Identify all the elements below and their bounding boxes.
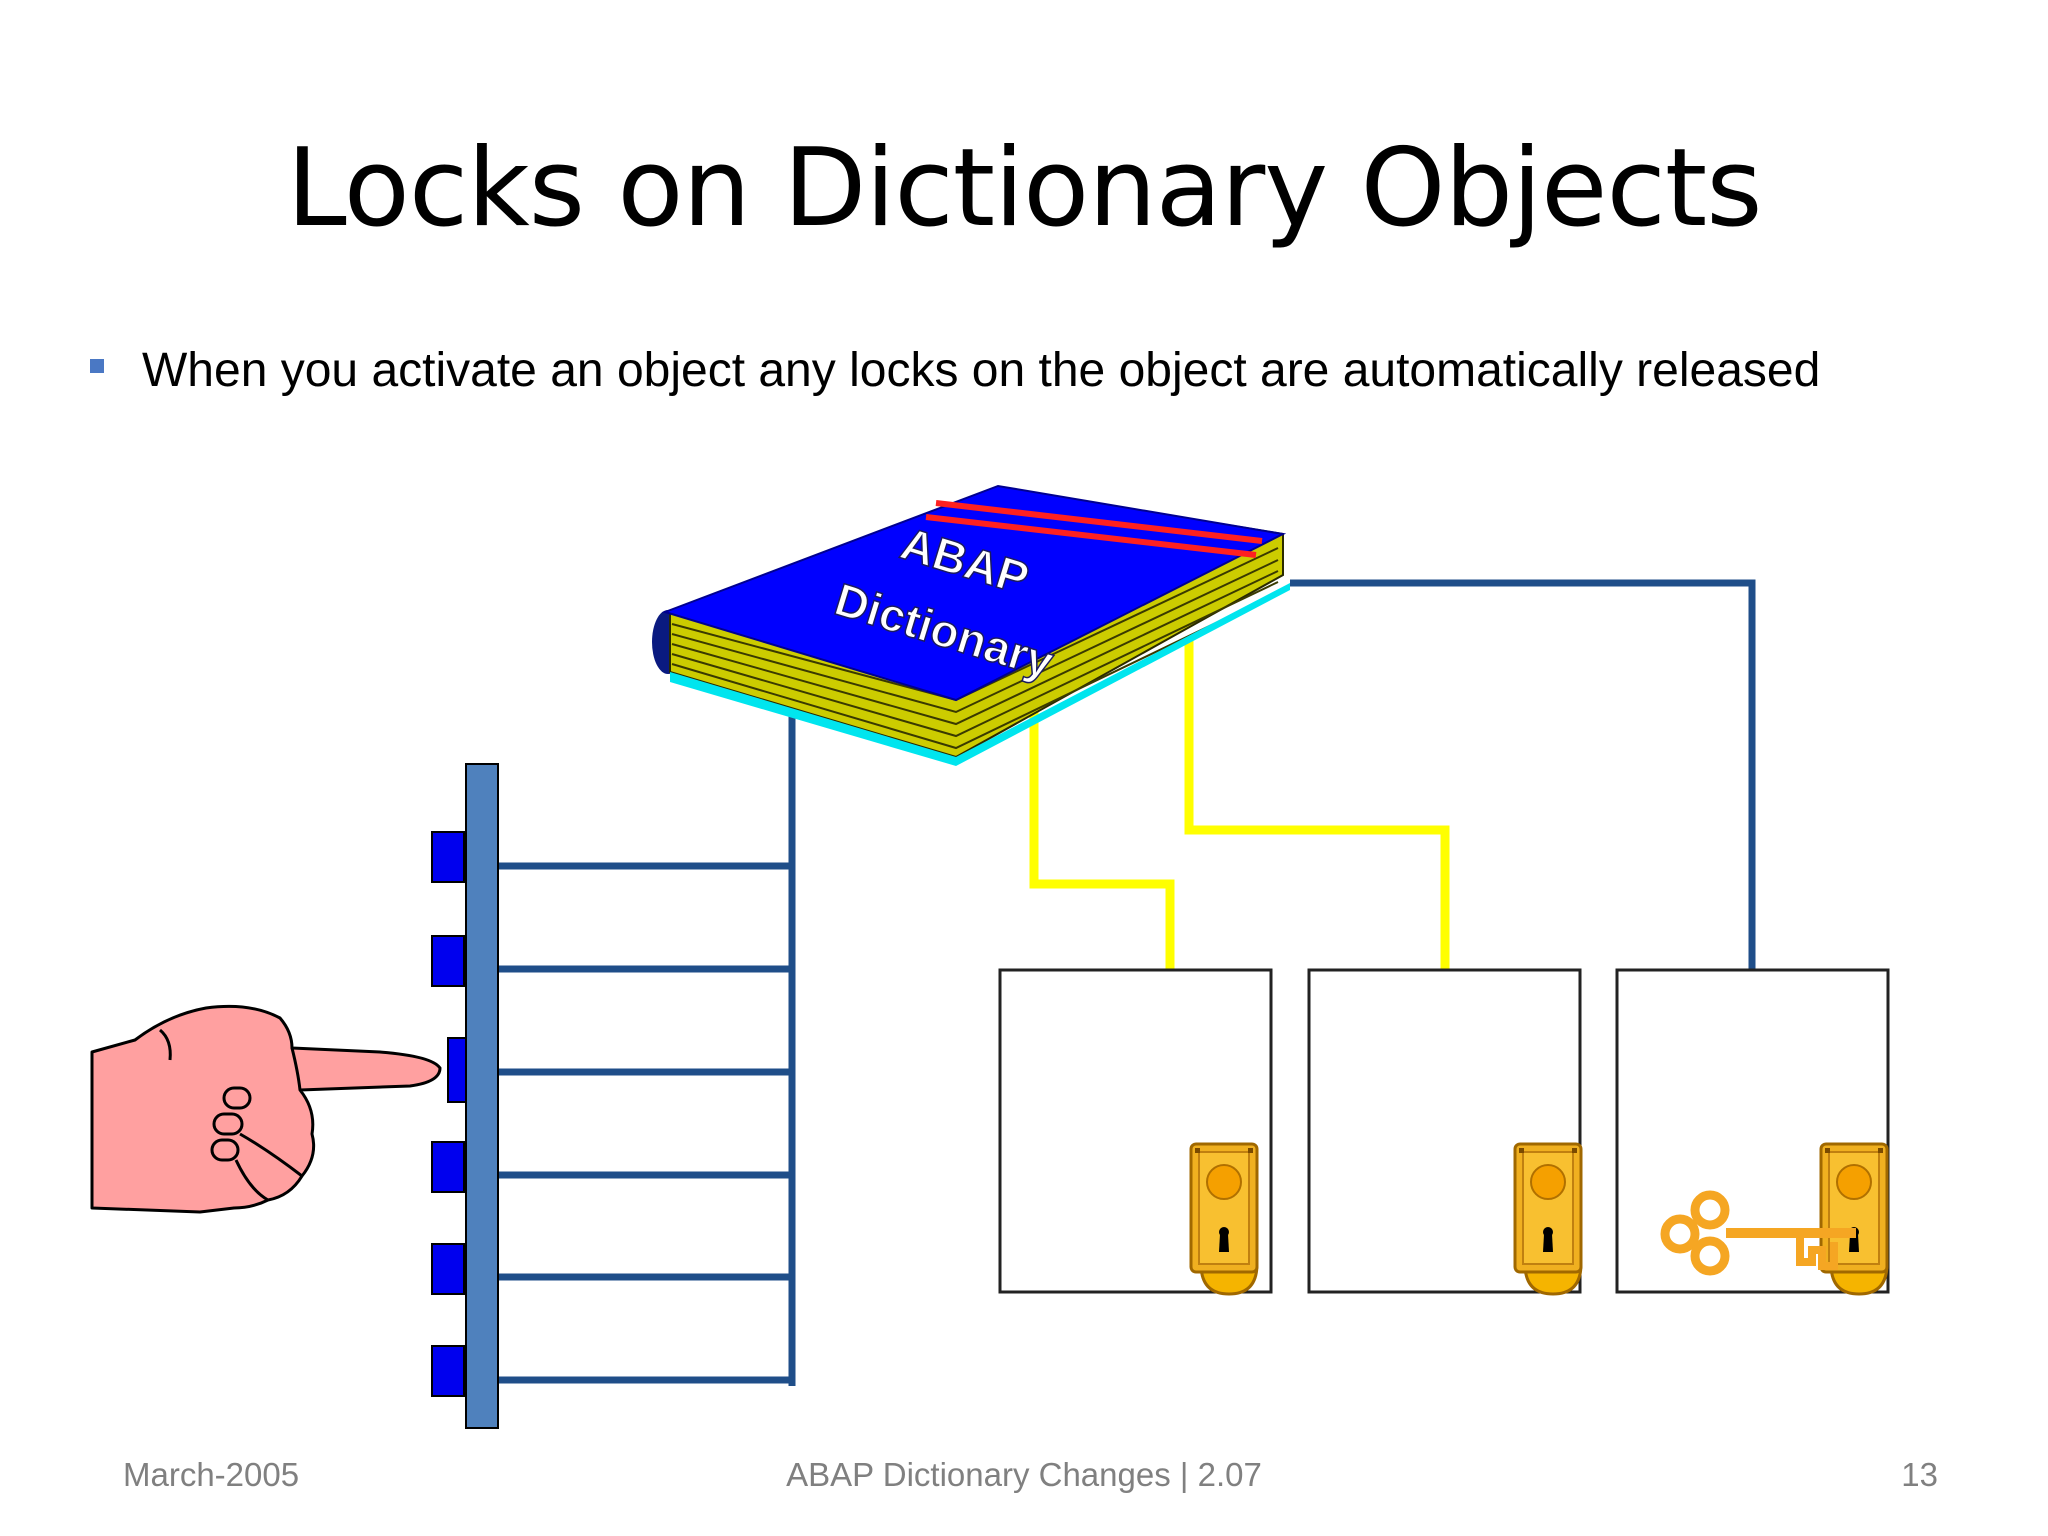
page-number: 13: [1901, 1456, 1938, 1493]
switch-panel: [431, 763, 499, 1429]
footer-date: March-2005: [123, 1456, 300, 1493]
book-icon: ABAP Dictionary: [652, 484, 1290, 766]
lock-icon: [1513, 1142, 1583, 1296]
slide-title: Locks on Dictionary Objects: [286, 126, 1763, 251]
pointing-hand-icon: [90, 1004, 442, 1214]
footer-title: ABAP Dictionary Changes | 2.07: [786, 1456, 1262, 1493]
yellow-wires: [1029, 640, 1450, 972]
switch-button[interactable]: [431, 935, 465, 987]
blue-wires: [495, 579, 1756, 1386]
bullet-text: When you activate an object any locks on…: [142, 344, 1821, 397]
lock-icon: [1819, 1142, 1889, 1296]
switch-button[interactable]: [431, 1141, 465, 1193]
switch-bar: [465, 763, 499, 1429]
object-boxes: [998, 968, 1890, 1294]
switch-button[interactable]: [431, 1243, 465, 1295]
bullet-item: When you activate an object any locks on…: [90, 344, 1990, 398]
lock-icon: [1189, 1142, 1259, 1296]
bullet-square-icon: [90, 359, 104, 373]
switch-button[interactable]: [431, 831, 465, 883]
key-icon: [1660, 1190, 1856, 1276]
object-box-2: [1307, 968, 1582, 1294]
switch-button[interactable]: [431, 1345, 465, 1397]
